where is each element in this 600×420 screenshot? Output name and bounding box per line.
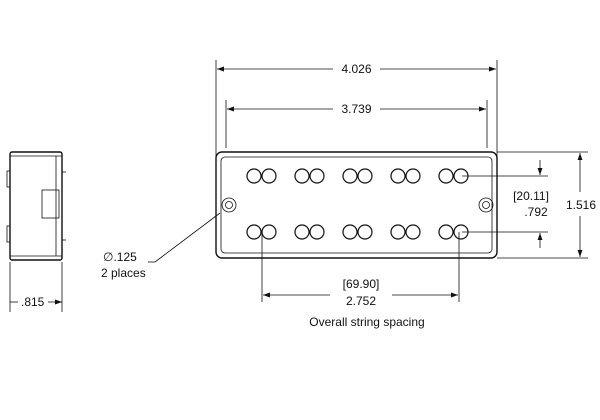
height-label: 1.516 <box>566 198 596 212</box>
row-spacing-in-label: .792 <box>524 205 548 219</box>
string-spacing-mm-label: [69.90] <box>343 277 380 291</box>
hole-count-label: 2 places <box>101 266 146 280</box>
hole-callout-leader <box>154 212 221 263</box>
inner-length-label: 3.739 <box>341 102 371 116</box>
pole-piece <box>246 168 262 184</box>
pole-piece <box>309 168 325 184</box>
row-spacing-mm-label: [20.11] <box>513 189 549 203</box>
hole-diameter-label: ∅.125 <box>103 250 137 264</box>
pickup-body-outline <box>215 151 498 259</box>
pole-piece <box>342 168 358 184</box>
side-view-tab-top <box>6 170 11 188</box>
pole-piece <box>357 224 373 240</box>
mounting-hole-left <box>221 197 237 213</box>
pickup-body-inner-outline <box>220 156 493 254</box>
pole-piece <box>246 224 262 240</box>
side-view-body <box>9 151 63 261</box>
pole-piece <box>309 224 325 240</box>
string-spacing-caption: Overall string spacing <box>309 315 424 329</box>
pole-piece <box>390 224 406 240</box>
pole-piece <box>261 224 277 240</box>
pole-piece <box>438 168 454 184</box>
overall-length-label: 4.026 <box>341 62 371 76</box>
pole-pieces <box>246 168 469 240</box>
mounting-hole-right <box>478 197 494 213</box>
depth-dimension-label: .815 <box>21 295 45 309</box>
side-view-tab-bottom <box>6 225 11 243</box>
side-view-mount-tab <box>41 189 60 219</box>
side-view: .815 <box>6 151 66 312</box>
pole-piece <box>294 168 310 184</box>
pole-piece <box>405 168 421 184</box>
pole-piece <box>294 224 310 240</box>
top-view: 4.026 3.739 1.516 [20.11] <box>101 60 596 329</box>
string-spacing-in-label: 2.752 <box>346 294 376 308</box>
pole-piece <box>405 224 421 240</box>
pole-piece <box>261 168 277 184</box>
pole-piece <box>438 224 454 240</box>
pole-piece <box>357 168 373 184</box>
pole-piece <box>390 168 406 184</box>
pole-piece <box>342 224 358 240</box>
